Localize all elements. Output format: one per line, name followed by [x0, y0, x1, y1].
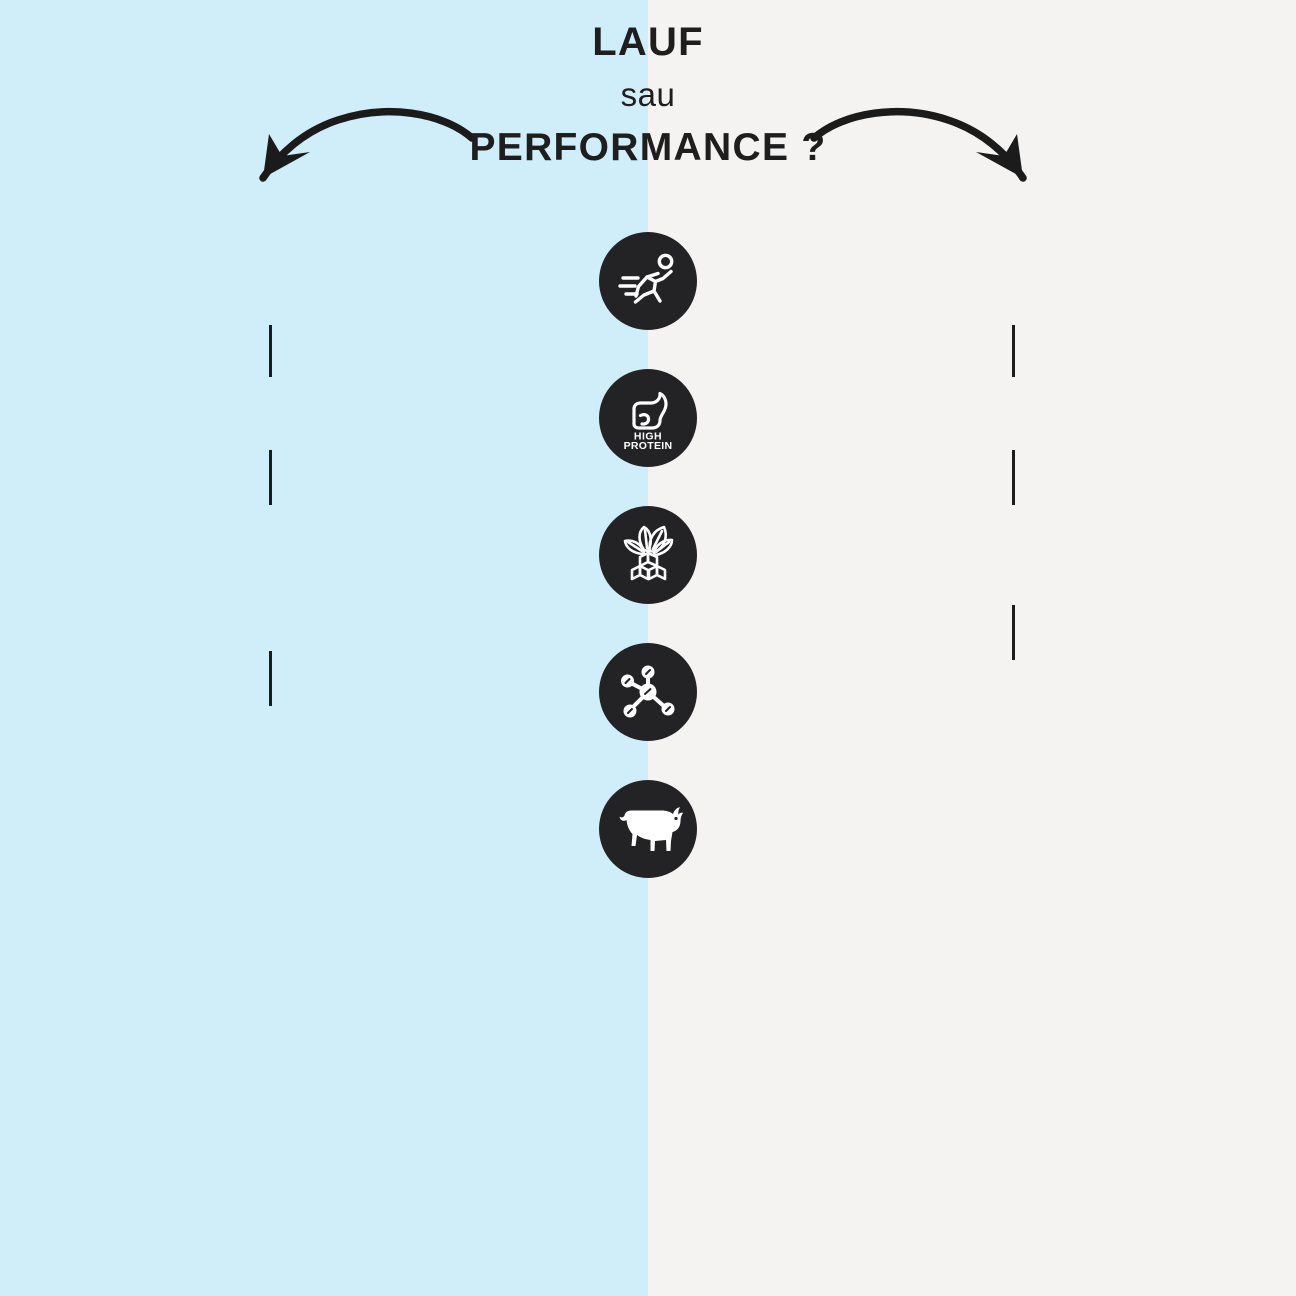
right-feature-tick-1: [1012, 325, 1015, 377]
left-feature-tick-3: [269, 651, 272, 706]
feature-icon-column: HIGH PROTEIN: [598, 232, 698, 878]
stevia-sugar-cubes-icon: [599, 506, 697, 604]
high-protein-icon: HIGH PROTEIN: [599, 369, 697, 467]
arrow-right-icon: [810, 108, 1027, 182]
left-panel-background: [0, 0, 648, 1296]
running-person-icon: [599, 232, 697, 330]
arrow-left-icon: [259, 108, 476, 182]
right-feature-tick-3: [1012, 605, 1015, 660]
left-feature-tick-2: [269, 450, 272, 505]
left-feature-tick-1: [269, 325, 272, 377]
right-panel-background: [648, 0, 1296, 1296]
cow-icon: [599, 780, 697, 878]
right-feature-tick-2: [1012, 450, 1015, 505]
molecule-icon: [599, 643, 697, 741]
high-protein-caption-line1: HIGH: [634, 431, 662, 443]
high-protein-caption-line2: PROTEIN: [624, 440, 673, 452]
